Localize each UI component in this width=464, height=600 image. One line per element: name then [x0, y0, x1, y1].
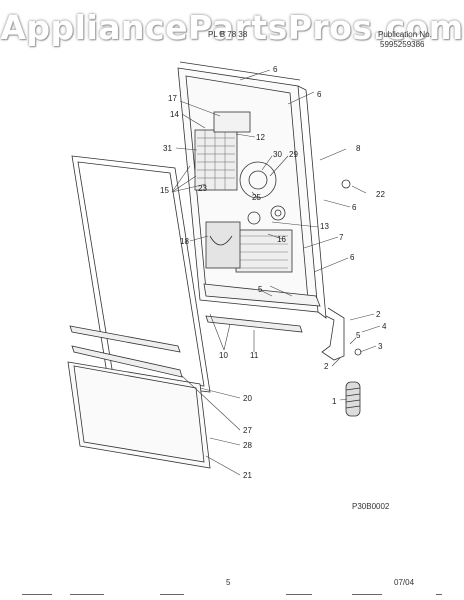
- trim-strip-upper: [69, 325, 181, 353]
- callout-label: 25: [252, 193, 261, 202]
- hinge-bracket: [321, 307, 345, 361]
- footer-rule: [436, 594, 442, 595]
- callout-label: 5: [258, 285, 263, 294]
- callout-label: 31: [163, 144, 172, 153]
- kick-trim: [205, 315, 303, 333]
- publication-label: Publication No.: [378, 30, 432, 39]
- footer-rule: [286, 594, 312, 595]
- callout-label: 6: [352, 203, 357, 212]
- publication-number: 5995259386: [380, 40, 425, 49]
- footer-rule: [22, 594, 52, 595]
- callout-label: 29: [289, 150, 298, 159]
- callout-label: 21: [243, 471, 252, 480]
- model-fragment: PL B 78 38: [208, 30, 248, 39]
- page-number: 5: [226, 578, 231, 587]
- footer-rule: [160, 594, 184, 595]
- callout-label: 2: [376, 310, 381, 319]
- callout-label: 12: [256, 133, 265, 142]
- callout-label: 2: [324, 362, 329, 371]
- dispenser-block: [194, 129, 238, 191]
- callout-label: 11: [250, 351, 259, 360]
- callout-label: 6: [317, 90, 322, 99]
- callout-label: 6: [350, 253, 355, 262]
- footer-rule: [352, 594, 382, 595]
- callout-label: 1: [332, 397, 337, 406]
- watermark: AppliancePartsPros.com: [0, 8, 464, 47]
- door-handle-insert: [205, 221, 241, 269]
- callout-label: 13: [320, 222, 329, 231]
- dispenser-lid: [209, 235, 233, 246]
- callout-label: 14: [170, 110, 179, 119]
- footer-date: 07/04: [394, 578, 415, 587]
- callout-label: 28: [243, 441, 252, 450]
- callout-labels: 6 6 17 14 12 31 30 29 8 22 15 23 25 6 13…: [160, 65, 387, 480]
- bottom-rail: [203, 283, 321, 307]
- callout-label: 3: [378, 342, 383, 351]
- callout-label: 23: [198, 184, 207, 193]
- callout-label: 17: [168, 94, 177, 103]
- callout-label: 16: [277, 235, 286, 244]
- callout-label: 10: [219, 351, 228, 360]
- trim-strip-lower: [71, 345, 183, 378]
- door-spring: [345, 381, 361, 417]
- screw: [341, 179, 351, 189]
- callout-label: 6: [273, 65, 278, 74]
- figure-code: P30B0002: [352, 502, 390, 511]
- callout-label: 15: [160, 186, 169, 195]
- callout-label: 8: [356, 144, 361, 153]
- dispenser-cap: [270, 205, 286, 221]
- callout-label: 27: [243, 426, 252, 435]
- callout-label: 5: [356, 331, 361, 340]
- callout-label: 4: [382, 322, 387, 331]
- callout-label: 7: [339, 233, 344, 242]
- callout-label: 30: [273, 150, 282, 159]
- door-gasket: [297, 85, 327, 319]
- callout-label: 20: [243, 394, 252, 403]
- toe-kick-panel: [67, 361, 211, 469]
- footer-rule: [70, 594, 104, 595]
- callout-label: 18: [180, 237, 189, 246]
- callout-label: 22: [376, 190, 385, 199]
- leader-lines: [171, 69, 381, 476]
- latch-mechanism: [213, 111, 251, 133]
